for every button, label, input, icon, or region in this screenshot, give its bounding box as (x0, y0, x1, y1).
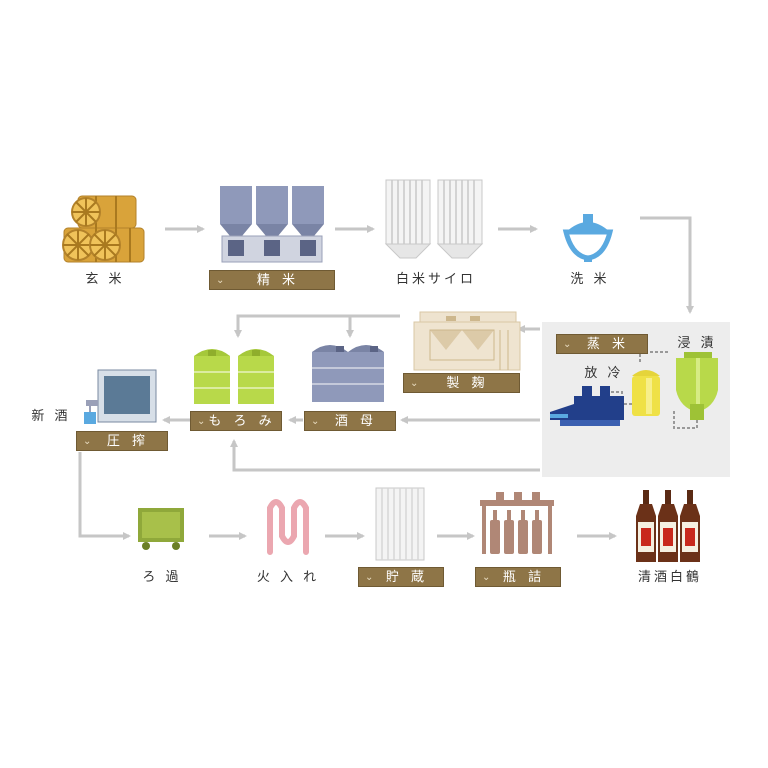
tag-button-assaku[interactable]: ⌄ 圧 搾 (76, 431, 168, 451)
sake-bottles-product-icon (636, 490, 700, 562)
rice-polisher-icon (220, 186, 324, 263)
tag-button-shubo[interactable]: ⌄ 酒 母 (304, 411, 396, 431)
arrow-senmai-to-shinseki (640, 216, 694, 314)
steeping-tank-icon (673, 352, 718, 429)
rice-washing-tank-icon (562, 214, 614, 262)
arrow-seikiku-to-moromi (234, 314, 400, 338)
label-senmai: 洗 米 (570, 272, 610, 287)
chevron-down-icon: ⌄ (197, 416, 206, 427)
cooling-and-steamer-icon (550, 351, 670, 426)
label-shinseki: 浸 漬 (677, 336, 717, 351)
label-shinshu: 新 酒 (31, 409, 71, 424)
moromi-mash-tanks-icon (194, 349, 274, 404)
storage-tank-icon (375, 487, 425, 561)
tag-button-binzume[interactable]: ⌄ 瓶 詰 (475, 567, 561, 587)
chevron-down-icon: ⌄ (410, 378, 419, 389)
filtration-cart-icon (138, 508, 184, 550)
label-hourei: 放 冷 (584, 366, 624, 381)
tag-button-chozou[interactable]: ⌄ 貯 蔵 (358, 567, 444, 587)
tag-label-joumai: 蒸 米 (586, 337, 630, 352)
white-rice-silo-icon (384, 179, 484, 259)
chevron-down-icon: ⌄ (482, 572, 491, 583)
label-hiire: 火 入 れ (256, 570, 320, 585)
chevron-down-icon: ⌄ (83, 436, 92, 447)
yeast-starter-tanks-icon (312, 345, 384, 402)
pressing-machine-icon (84, 369, 157, 424)
brown-rice-bales-icon (62, 195, 145, 263)
tag-label-chozou: 貯 蔵 (385, 570, 429, 585)
tag-button-seimai[interactable]: ⌄ 精 米 (209, 270, 335, 290)
flow-arrows (78, 216, 694, 540)
label-product: 清酒白鶴 (637, 570, 703, 585)
tag-label-binzume: 瓶 詰 (502, 570, 546, 585)
tag-label-seimai: 精 米 (256, 273, 300, 288)
pasteurization-pipe-icon (267, 499, 309, 555)
koji-making-room-icon (413, 311, 521, 371)
label-genmai: 玄 米 (85, 272, 125, 287)
tag-label-moromi: も ろ み (208, 414, 276, 429)
arrow-assaku-to-roka (78, 452, 131, 540)
tag-button-moromi[interactable]: ⌄ も ろ み (190, 411, 282, 431)
bottling-line-icon (480, 492, 554, 554)
tag-button-joumai[interactable]: ⌄ 蒸 米 (556, 334, 648, 354)
label-hakumai-silo: 白米サイロ (395, 272, 477, 287)
chevron-down-icon: ⌄ (311, 416, 320, 427)
label-roka: ろ 過 (142, 570, 182, 585)
chevron-down-icon: ⌄ (216, 275, 225, 286)
tag-button-seikiku[interactable]: ⌄ 製 麹 (403, 373, 520, 393)
chevron-down-icon: ⌄ (563, 339, 572, 350)
arrow-joumai-to-moromi (230, 439, 540, 472)
tag-label-seikiku: 製 麹 (446, 376, 489, 391)
chevron-down-icon: ⌄ (365, 572, 374, 583)
tag-label-assaku: 圧 搾 (106, 434, 150, 449)
tag-label-shubo: 酒 母 (334, 414, 378, 429)
